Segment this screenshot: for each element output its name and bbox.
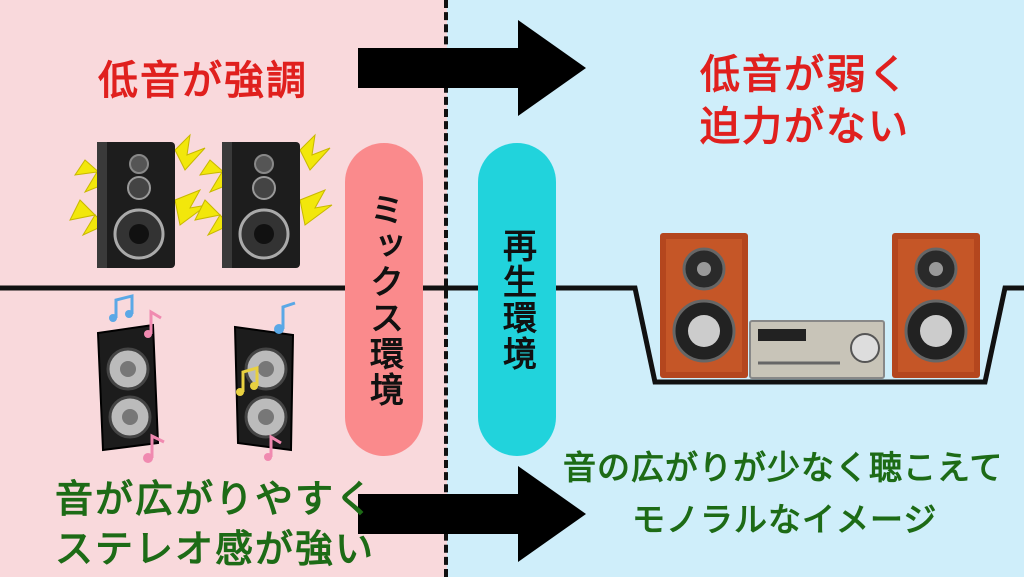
stereo-wide-text-line2: ステレオ感が強い bbox=[55, 527, 376, 571]
playback-environment-pill: 再生環境 bbox=[478, 143, 556, 456]
music-note-icon bbox=[109, 294, 134, 322]
mix-environment-pill: ミックス環境 bbox=[345, 143, 423, 456]
speaker-icon bbox=[194, 133, 333, 268]
music-note-icon bbox=[264, 434, 282, 461]
stereo-system-icon bbox=[660, 233, 980, 379]
bass-weak-text-line1: 低音が弱く bbox=[700, 52, 910, 98]
music-note-icon bbox=[274, 301, 296, 334]
music-note-icon bbox=[143, 433, 165, 463]
arrow-right-icon bbox=[358, 20, 586, 116]
mono-text-line2: モノラルなイメージ bbox=[632, 500, 938, 539]
playback-environment-label: 再生環境 bbox=[496, 227, 537, 372]
mono-text-line1: 音の広がりが少なく聴こえて bbox=[563, 448, 1004, 487]
bass-emphasized-text: 低音が強調 bbox=[98, 58, 308, 104]
speaker-icon bbox=[96, 323, 160, 452]
speaker-icon bbox=[69, 133, 208, 268]
stereo-wide-text-line1: 音が広がりやすく bbox=[55, 477, 376, 521]
bass-weak-text-line2: 迫力がない bbox=[700, 104, 910, 150]
arrow-right-icon bbox=[358, 466, 586, 562]
music-note-icon bbox=[144, 309, 162, 338]
mix-environment-label: ミックス環境 bbox=[363, 191, 404, 408]
speaker-icon bbox=[233, 325, 295, 452]
music-note-icon bbox=[236, 366, 259, 396]
